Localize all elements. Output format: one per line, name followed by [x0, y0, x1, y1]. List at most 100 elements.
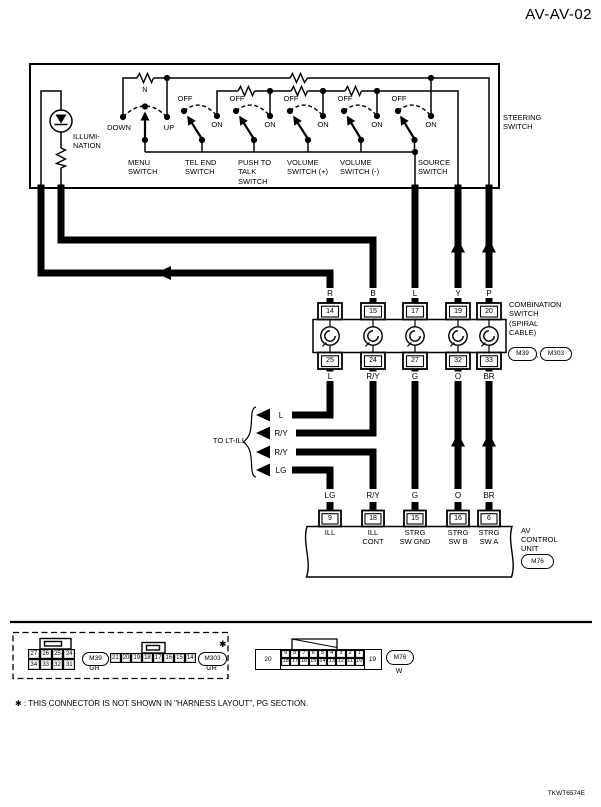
menu-up-label: UP [163, 122, 175, 132]
wire-color: LG [324, 490, 336, 500]
toggle-off-label: OFF [229, 93, 245, 103]
toggle-on-label: ON [211, 119, 223, 129]
m39-color: GR [89, 664, 100, 672]
switch-contacts [119, 74, 435, 185]
terminal-label: L [412, 194, 418, 204]
wire-color: BR [483, 371, 495, 381]
toggle-off-label: OFF [283, 93, 299, 103]
m303-pin-cell: 15 [174, 652, 185, 664]
wire-color: G [411, 490, 419, 500]
m76-left-pin: 20 [256, 650, 281, 669]
m76-pin-cell: 1 [354, 650, 364, 658]
combination-switch-label: COMBINATION SWITCH (SPIRAL CABLE) [509, 300, 562, 337]
m303-star-icon: ✱ [219, 639, 227, 649]
branch-wire-color: R/Y [274, 428, 288, 438]
wire-color: R/Y [366, 490, 380, 500]
toggle-on-label: ON [317, 119, 329, 129]
pin-number: 16 [454, 514, 462, 522]
wire-color: R [327, 288, 333, 298]
m76-pin-cell: 14 [317, 658, 328, 666]
m39-pin-cell: 32 [51, 659, 64, 671]
pin-number: 33 [485, 357, 493, 364]
branch-wire-color: R/Y [274, 447, 288, 457]
terminal-label: B [58, 194, 64, 204]
m76-pin-cell: 7 [299, 650, 309, 658]
pin-name: STRG SW A [478, 528, 500, 547]
connector-ref-m39: M39 [508, 346, 537, 361]
m76-pin-cell: 3 [336, 650, 346, 658]
wire-color: L [327, 371, 333, 381]
m303-pin-cell: 14 [184, 652, 196, 664]
m76-pin-cell: 18 [281, 658, 291, 666]
box-terminals [37, 184, 493, 192]
connector-ref-separator: , [536, 350, 539, 359]
to-lt-ill-label: TO LT-ILL [212, 436, 246, 445]
wire-color: G [411, 371, 419, 381]
wire-color: P [486, 288, 492, 298]
terminal-label: Y [455, 194, 461, 204]
m76-pin-cell: 10 [354, 658, 364, 666]
m39-pin-cell: 31 [63, 659, 76, 671]
m76-oval: M76 [386, 650, 414, 665]
m76-pin-cell: 9 [281, 650, 291, 658]
menu-switch-name: MENU SWITCH [128, 158, 158, 177]
pin-number: 17 [411, 307, 419, 315]
terminal-label: R [38, 194, 44, 204]
connector-ref-m303: M303 [540, 346, 572, 361]
m303-color: GR [206, 664, 217, 672]
menu-n-label: N [142, 85, 148, 94]
pin-number: 32 [454, 357, 462, 364]
pin-number: 9 [328, 514, 332, 522]
av-control-unit-box [304, 509, 514, 578]
terminal-label: P [486, 194, 492, 204]
pin-number: 6 [487, 514, 491, 522]
toggle-off-label: OFF [177, 93, 193, 103]
harness-wires-upper [37, 190, 493, 304]
pin-name: STRG SW B [447, 528, 469, 547]
pin-number: 19 [454, 307, 462, 315]
switch-name: VOLUME SWITCH (+) [287, 158, 329, 177]
doc-code: TKWT6574E [547, 789, 585, 797]
m76-pin-cell: 17 [290, 658, 300, 666]
m76-pin-cell: 6 [308, 650, 318, 658]
direction-arrows-upper [156, 239, 496, 280]
m39-pin-cell: 34 [28, 659, 40, 671]
lt-ill-brace [242, 406, 257, 478]
switch-name: SOURCE SWITCH [418, 158, 451, 177]
m76-pin-cell: 15 [308, 658, 318, 666]
m76-pin-cell: 4 [327, 650, 337, 658]
menu-down-label: DOWN [107, 122, 131, 132]
wire-color: R/Y [366, 371, 380, 381]
pin-number: 14 [326, 307, 334, 315]
switch-name: VOLUME SWITCH (-) [340, 158, 380, 177]
page-title: AV-AV-02 [525, 6, 592, 23]
m39-pin-cell: 33 [39, 659, 52, 671]
footer-section [10, 620, 592, 680]
m303-pin-cell: 17 [152, 652, 164, 664]
m76-right-pin: 19 [364, 650, 380, 669]
pin-number: 15 [411, 514, 419, 522]
branch-wire-color: LG [275, 465, 287, 475]
wire-color: O [454, 371, 462, 381]
toggle-on-label: ON [264, 119, 276, 129]
toggle-on-label: ON [425, 119, 437, 129]
m39-pin-cell: 24 [63, 648, 76, 660]
pin-number: 24 [369, 357, 377, 364]
m76-pin-cell: 5 [317, 650, 328, 658]
toggle-off-label: OFF [337, 93, 353, 103]
spiral-cable-block [312, 302, 507, 370]
illumination-label: ILLUMI- NATION [73, 132, 101, 151]
m76-pin-cell: 13 [327, 658, 337, 666]
pin-name: ILL [324, 528, 336, 537]
toggle-on-label: ON [371, 119, 383, 129]
resistor-network [122, 71, 490, 185]
m303-oval: M303 [198, 651, 227, 666]
switch-name: TEL END SWITCH [185, 158, 217, 177]
m39-oval: M39 [82, 651, 109, 666]
